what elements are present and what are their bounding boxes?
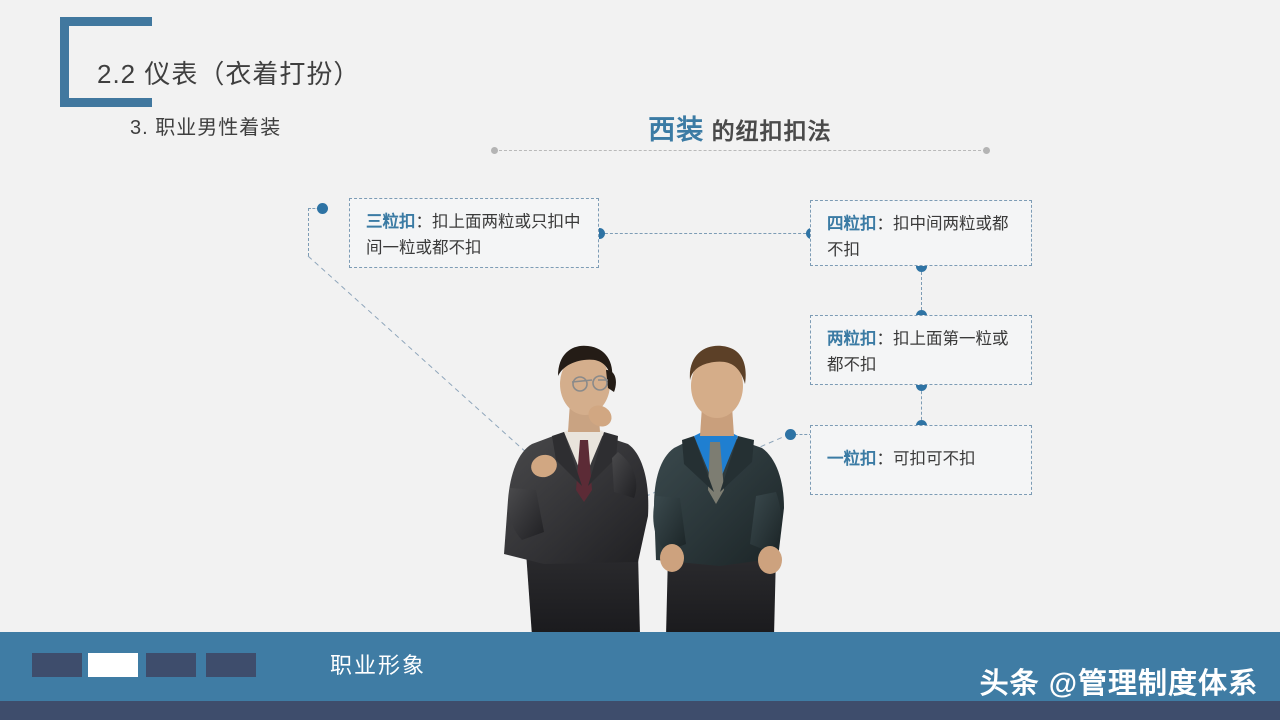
footer-bottom-strip [0,701,1280,720]
watermark-text: 头条 @管理制度体系 [979,668,1258,700]
info-box-one-button[interactable]: 一粒扣：可扣可不扣 [810,425,1032,495]
page-subtitle: 3. 职业男性着装 [130,117,282,139]
connector-one-button-inlet [790,434,812,435]
divider-dot-left [491,147,498,154]
footer-label: 职业形象 [330,653,427,678]
info-box-three-button-tag: 三粒扣 [366,213,416,231]
connector-dot-one-button-left [785,429,796,440]
info-box-one-button-text: 可扣可不扣 [893,450,976,469]
connector-three-button-vertical [308,208,309,256]
connector-two-to-one [921,386,922,425]
section-title: 西装 的纽扣扣法 [490,108,990,147]
info-box-two-button-colon: ： [876,330,894,348]
info-box-one-button-tag: 一粒扣 [827,450,877,469]
section-title-accent: 西装 [648,115,705,145]
section-title-rest: 的纽扣扣法 [704,118,832,144]
footer-progress-square-1[interactable] [32,653,82,677]
connector-dot-three-button-left [317,203,328,214]
info-box-three-button-text: 扣上面两粒或只扣中间一粒或都不扣 [366,213,581,257]
info-box-four-button-text: 扣中间两粒或都不扣 [827,215,1009,259]
connector-three-button-inlet [308,208,324,209]
connector-dot-two-button-bottom [916,380,927,391]
page-title: 2.2 仪表（衣着打扮） [97,59,361,89]
info-box-four-button[interactable]: 四粒扣：扣中间两粒或都不扣 [810,200,1032,266]
info-box-three-button-colon: ： [415,213,433,231]
footer-progress-square-3[interactable] [146,653,196,677]
info-box-three-button[interactable]: 三粒扣：扣上面两粒或只扣中间一粒或都不扣 [349,198,599,268]
divider-dot-right [983,147,990,154]
corner-bracket-decoration [60,17,152,107]
footer-progress-square-4[interactable] [206,653,256,677]
info-box-two-button-tag: 两粒扣 [827,330,877,348]
info-box-two-button[interactable]: 两粒扣：扣上面第一粒或都不扣 [810,315,1032,385]
connector-dot-three-button-right [594,228,605,239]
info-box-two-button-text: 扣上面第一粒或都不扣 [827,330,1009,374]
title-divider-line [494,150,986,152]
footer-progress-square-2[interactable] [88,653,138,677]
businessmen-photo [488,340,793,636]
connector-three-to-four [600,233,811,234]
info-box-four-button-tag: 四粒扣 [827,215,877,233]
connector-four-to-two [921,267,922,315]
info-box-one-button-colon: ： [876,450,894,469]
connector-dot-four-button-bottom [916,261,927,272]
info-box-four-button-colon: ： [876,215,894,233]
